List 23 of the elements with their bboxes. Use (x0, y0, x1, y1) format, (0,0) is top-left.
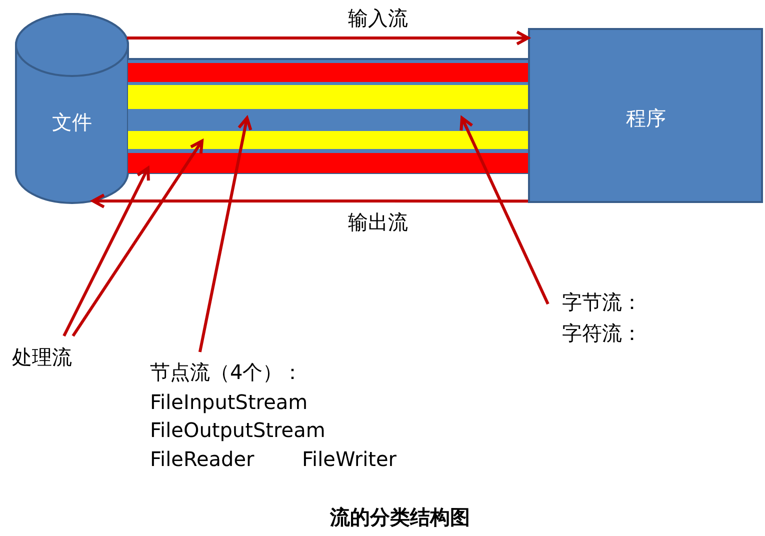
leader-line (72, 140, 204, 337)
leader-line (198, 116, 252, 352)
annotation-text: 节点流（4个）： (150, 360, 303, 384)
caption: 流的分类结构图 (330, 505, 470, 529)
annotation-text: 处理流 (12, 345, 72, 369)
leader-line (460, 116, 550, 305)
annotation-text: FileOutputStream (150, 418, 326, 442)
annotation-text: FileWriter (302, 447, 396, 471)
arrow (91, 193, 528, 208)
cylinder-label: 文件 (52, 110, 92, 134)
leader-line (62, 166, 150, 337)
process-box: 程序 (528, 28, 763, 203)
stripe-bar (128, 85, 528, 109)
annotation-text: 字节流： (562, 290, 642, 314)
edge-label: 输入流 (348, 6, 408, 30)
stripe-bar (128, 63, 528, 82)
annotation-text: FileInputStream (150, 390, 308, 414)
annotation-text: FileReader (150, 447, 254, 471)
annotation-text: 字符流： (562, 321, 642, 345)
stripe-bar (128, 153, 528, 173)
stripe-bar (128, 131, 528, 149)
arrow (126, 30, 530, 46)
edge-label: 输出流 (348, 210, 408, 234)
